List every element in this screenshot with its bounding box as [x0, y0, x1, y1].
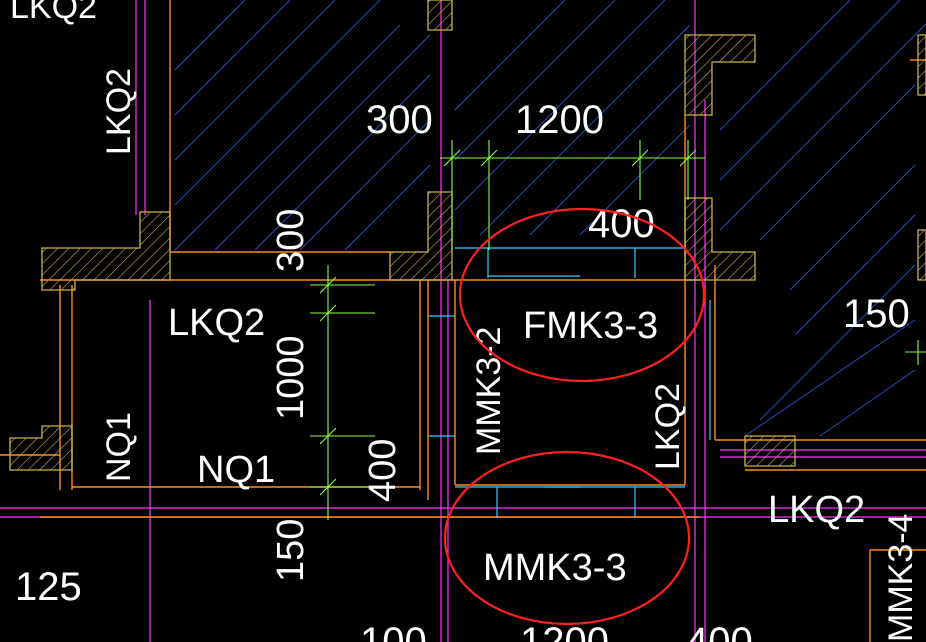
dimension-texts: 300 1200 400 300 150 1000 400 150 125 10…: [15, 98, 910, 642]
dim-1000-vert: 1000: [270, 335, 312, 420]
dim-1200-top: 1200: [515, 98, 604, 142]
label-lkq2-mid: LKQ2: [168, 302, 265, 344]
dim-400-top: 400: [588, 202, 655, 246]
label-lkq2-top: LKQ2: [10, 0, 97, 26]
dim-150-right: 150: [843, 292, 910, 336]
label-nq1: NQ1: [197, 449, 275, 491]
highlight-annotations: [443, 207, 706, 626]
label-lkq2-right: LKQ2: [768, 489, 865, 531]
dim-1200-bottom: 1200: [520, 620, 609, 642]
dim-400-bottom: 400: [686, 620, 753, 642]
dim-400-vert: 400: [362, 439, 404, 502]
room-hatch: [174, 0, 926, 437]
highlight-ellipse-fmk: [458, 207, 706, 383]
label-fmk3-3: FMK3-3: [523, 305, 658, 347]
label-lkq2-right-vert: LKQ2: [649, 383, 687, 470]
dim-100-bottom: 100: [360, 620, 427, 642]
dim-150-vert: 150: [270, 519, 312, 582]
dimension-lines: [310, 140, 926, 520]
wall-labels: LKQ2 LKQ2 LKQ2 LKQ2 LKQ2 NQ1 NQ1 FMK3-3 …: [10, 0, 920, 642]
label-nq1-vert: NQ1: [100, 412, 138, 482]
dim-300-vert: 300: [270, 209, 312, 272]
label-mmk3-4-vert: MMK3-4: [882, 514, 920, 642]
label-lkq2-left-vert: LKQ2: [100, 68, 138, 155]
label-mmk3-2-vert: MMK3-2: [470, 327, 508, 455]
door-symbols: [428, 247, 711, 518]
highlight-ellipse-mmk: [443, 450, 691, 626]
dim-125: 125: [15, 565, 82, 609]
dim-300-top: 300: [366, 98, 433, 142]
wall-hatch-blocks: [9, 0, 926, 471]
label-mmk3-3: MMK3-3: [483, 547, 627, 589]
